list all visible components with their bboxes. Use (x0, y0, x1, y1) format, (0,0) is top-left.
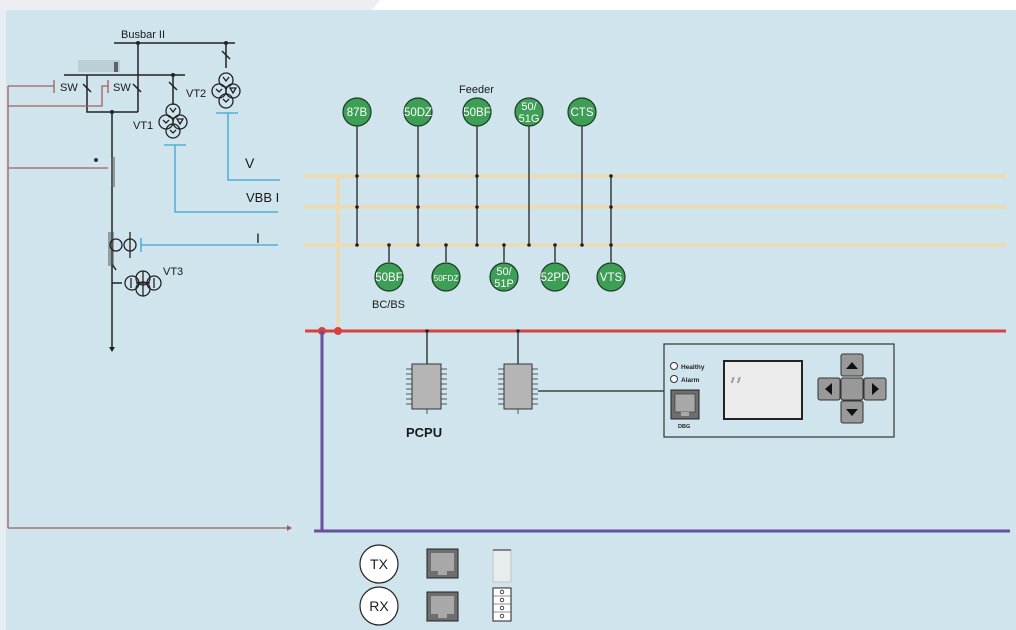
signal-i-label: I (256, 230, 260, 246)
top-relay-0[interactable]: 87B (342, 97, 372, 127)
single-line-diagram (64, 42, 235, 350)
relay-circle (596, 262, 626, 292)
sw-label-left: SW (60, 82, 78, 94)
bc-bs-label: BC/BS (372, 299, 405, 311)
junction-dots (355, 174, 613, 247)
analog-signal-buses (304, 174, 1006, 330)
relay-label: 50BF (375, 272, 403, 284)
relay-circle (342, 97, 372, 127)
left-edge-strip (0, 10, 6, 630)
ethernet-port-1-icon[interactable] (426, 548, 459, 579)
top-relay-group: 87B 50DZ 50BF 50/51G CTS (342, 97, 597, 127)
relay-front-panel: Healthy Alarm DBG ⫽ ⫽ (663, 343, 895, 438)
sw-label-right: SW (113, 82, 131, 94)
ethernet-port-2-icon[interactable] (426, 591, 459, 622)
bottom-relay-3[interactable]: 52PD (540, 262, 570, 292)
pcpu-chip[interactable] (406, 329, 447, 414)
relay-label: 51G (519, 113, 540, 125)
relay-label: 51P (494, 278, 514, 290)
signal-vbb-label: VBB I (246, 190, 279, 205)
switch-status-wires (7, 80, 288, 529)
merging-unit-chip[interactable] (498, 329, 665, 414)
top-relay-4[interactable]: CTS (567, 97, 597, 127)
bottom-relay-2[interactable]: 50/51P (489, 262, 519, 292)
relay-drop-lines (356, 125, 612, 262)
relay-circle (489, 262, 519, 292)
relay-label: VTS (600, 272, 623, 284)
nav-keypad (817, 353, 887, 424)
arrow-down-icon (846, 409, 858, 416)
rx-port[interactable]: RX (359, 586, 399, 626)
lcd-screen (723, 360, 803, 420)
relay-circle (540, 262, 570, 292)
lcd-screen-text: ⫽ ⫽ (730, 376, 741, 385)
vt2-symbol (211, 72, 241, 109)
vt3-symbol (124, 270, 162, 297)
bottom-relay-group: 50BF 50FDZ 50/51P 52PD VTS (374, 262, 626, 292)
relay-circle (431, 262, 461, 292)
relay-label: 50/ (496, 266, 512, 278)
alarm-led (670, 375, 678, 383)
diagram-panel (4, 10, 1016, 630)
busbar-2-label: Busbar II (121, 29, 165, 41)
healthy-led (670, 362, 678, 370)
signal-v-label: V (245, 155, 255, 171)
bottom-relay-1[interactable]: 50FDZ (431, 262, 461, 292)
vt2-label: VT2 (186, 88, 206, 100)
relay-label: 50FDZ (434, 274, 459, 283)
ct-symbol (109, 232, 137, 258)
dbg-label: DBG (678, 424, 690, 430)
signal-wires (140, 112, 280, 252)
pcpu-label: PCPU (406, 425, 442, 440)
relay-circle (567, 97, 597, 127)
nav-center-button[interactable] (840, 377, 864, 401)
alarm-label: Alarm (681, 377, 700, 384)
dbg-port-icon[interactable] (670, 389, 700, 420)
vt3-label: VT3 (163, 266, 183, 278)
relay-circle (514, 97, 544, 127)
arrow-left-icon (825, 383, 832, 395)
healthy-label: Healthy (681, 364, 705, 371)
relay-label: 87B (347, 107, 368, 119)
relay-label: 50BF (463, 107, 491, 119)
bottom-relay-0[interactable]: 50BF (374, 262, 404, 292)
bottom-relay-4[interactable]: VTS (596, 262, 626, 292)
tx-label: TX (370, 556, 389, 572)
top-relay-3[interactable]: 50/51G (514, 97, 544, 127)
relay-circle (374, 262, 404, 292)
arrow-up-icon (846, 362, 858, 369)
vt1-symbol (158, 103, 188, 139)
top-relay-1[interactable]: 50DZ (403, 97, 433, 127)
relay-circle (403, 97, 433, 127)
terminal-block-icon (492, 549, 512, 622)
relay-label: 50DZ (404, 107, 432, 119)
top-relay-2[interactable]: 50BF (462, 97, 492, 127)
tx-port[interactable]: TX (359, 544, 399, 584)
relay-label: CTS (571, 107, 594, 119)
rx-label: RX (369, 598, 389, 614)
feeder-label: Feeder (459, 84, 494, 96)
relay-label: 50/ (521, 101, 537, 113)
arrow-right-icon (872, 383, 879, 395)
vt1-label: VT1 (133, 120, 153, 132)
relay-label: 52PD (541, 272, 570, 284)
relay-circle (462, 97, 492, 127)
top-left-corner-shade (0, 0, 380, 10)
